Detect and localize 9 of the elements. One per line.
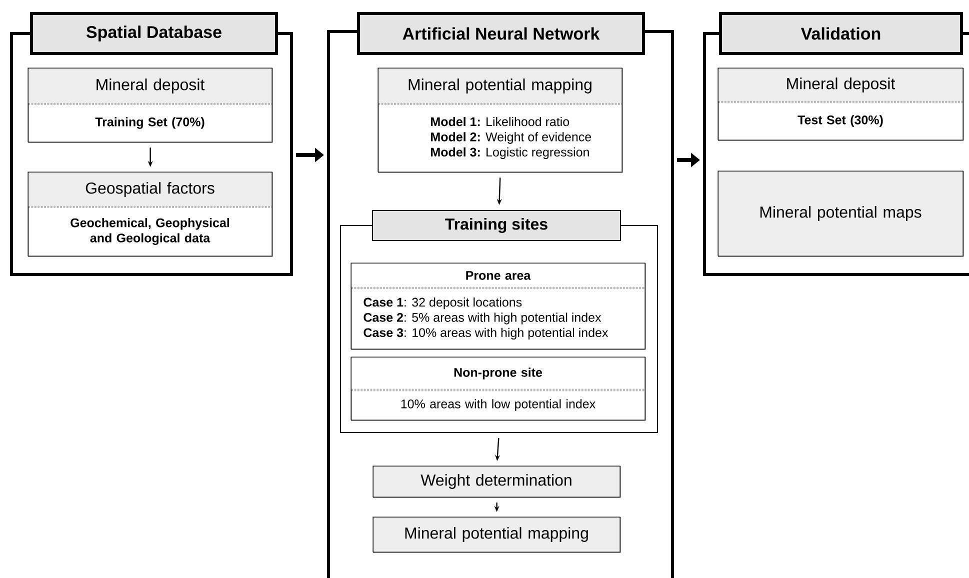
process-box: Mineral potential mapping Model 1: Likelihood ratio Model 2: Weight of evidence Model 3: Logistic regression — [378, 68, 623, 173]
process-box: Weight determination — [372, 466, 621, 498]
process-box: Mineral deposit Test Set (30%) — [718, 68, 964, 141]
process-box: Mineral potential mapping — [372, 516, 621, 553]
process-box: Mineral potential maps — [718, 170, 964, 257]
process-box: Non-prone site 10% areas with low potential index — [350, 356, 646, 421]
process-box: Prone area Case 1: 32 deposit locations Case 2: 5% areas with high potential index Case 3: 10% areas with high potential index — [350, 262, 646, 350]
process-box: Mineral deposit Training Set (70%) — [28, 68, 273, 143]
process-box: Geospatial factors Geochemical, Geophysical and Geological data — [28, 172, 273, 257]
